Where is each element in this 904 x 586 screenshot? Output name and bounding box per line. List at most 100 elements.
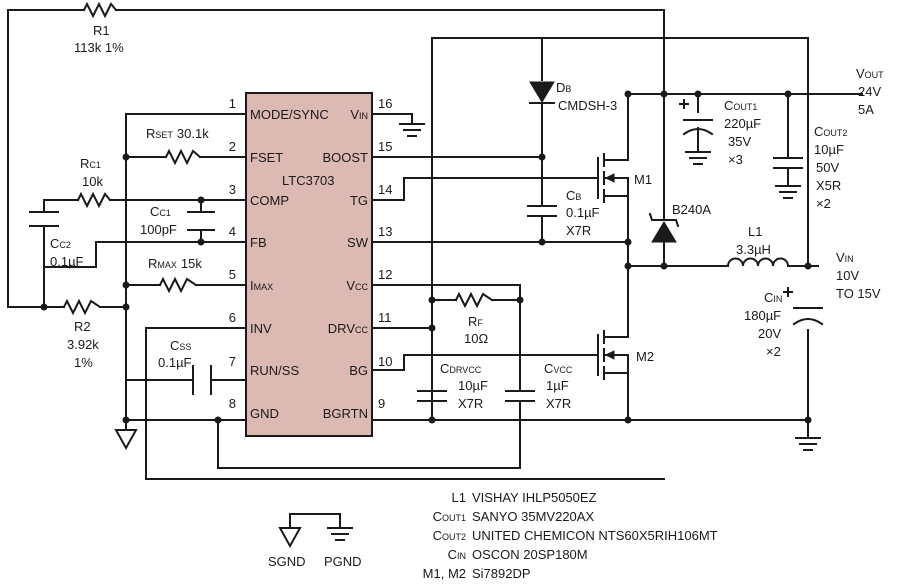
cdrvcc-value2: X7R — [458, 396, 483, 411]
bom-label: COUT1 — [433, 509, 466, 524]
cc1-name: CC1 — [150, 204, 171, 219]
pin-label: BG — [349, 363, 368, 378]
cout2-value4: ×2 — [816, 196, 831, 211]
bom-value: Si7892DP — [472, 566, 531, 581]
diode-b240a: B240A — [648, 202, 711, 243]
m2-label: M2 — [636, 349, 654, 364]
cc2-value: 0.1µF — [50, 254, 84, 269]
cvcc-name: CVCC — [544, 361, 573, 376]
diode-db: DB CMDSH-3 — [529, 80, 617, 113]
cout1-value: 220µF — [724, 116, 761, 131]
ic-right-pin-numbers: 16 15 14 13 12 11 10 9 — [378, 96, 392, 411]
pin-number: 9 — [378, 396, 385, 411]
m1-label: M1 — [634, 172, 652, 187]
capacitor-cb: CB 0.1µF X7R — [527, 188, 600, 238]
ic-body — [245, 92, 373, 437]
pin-number: 4 — [229, 224, 236, 239]
bom-value: UNITED CHEMICON NTS60X5RIH106MT — [472, 528, 718, 543]
pin-label: RUN/SS — [250, 363, 299, 378]
pin-number: 12 — [378, 267, 392, 282]
cout2-name: COUT2 — [814, 124, 847, 139]
r2-value2: 1% — [74, 355, 93, 370]
capacitor-cout1: COUT1 220µF 35V ×3 — [679, 98, 761, 167]
svg-text:VIN: VIN — [836, 250, 854, 265]
inductor-l1: L1 3.3µH — [726, 224, 790, 268]
pin-label: IMAX — [250, 278, 273, 293]
bom-label: CIN — [448, 547, 466, 562]
r2-value: 3.92k — [67, 337, 99, 352]
pin-number: 11 — [378, 310, 392, 325]
cin-value2: 20V — [758, 326, 781, 341]
cout2-value: 10µF — [814, 142, 844, 157]
wires — [7, 9, 863, 480]
pin-number: 15 — [378, 139, 392, 154]
svg-text:VOUT: VOUT — [856, 66, 884, 81]
pin-number: 16 — [378, 96, 392, 111]
pin-label: BOOST — [322, 150, 368, 165]
css-value: 0.1µF — [158, 355, 192, 370]
rc1-name: RC1 — [80, 156, 101, 171]
svg-text:5A: 5A — [858, 102, 874, 117]
cin-value3: ×2 — [766, 344, 781, 359]
pin-label: DRVCC — [328, 321, 369, 336]
pin-label: VCC — [346, 278, 368, 293]
cout1-name: COUT1 — [724, 98, 757, 113]
pin-number: 8 — [229, 396, 236, 411]
cc1-value: 100pF — [140, 222, 177, 237]
pin-number: 2 — [229, 139, 236, 154]
pin-number: 10 — [378, 354, 392, 369]
ic-left-pin-labels: MODE/SYNC FSET COMP FB IMAX INV RUN/SS G… — [250, 107, 329, 421]
rf-value: 10Ω — [464, 331, 488, 346]
cb-name: CB — [566, 188, 581, 203]
db-name: DB — [556, 80, 571, 95]
bom-list: L1 VISHAY IHLP5050EZ COUT1 SANYO 35MV220… — [423, 490, 718, 581]
ic-left-pin-numbers: 1 2 3 4 5 6 7 8 — [229, 96, 236, 411]
pin-label: GND — [250, 406, 279, 421]
l1-value: 3.3µH — [736, 242, 771, 257]
cout1-value3: ×3 — [728, 152, 743, 167]
resistor-rf: RF 10Ω — [454, 291, 494, 346]
capacitor-cvcc: CVCC 1µF X7R — [505, 361, 573, 411]
resistor-rc1: RC1 10k — [76, 156, 112, 209]
pin-label: VIN — [350, 107, 368, 122]
sgnd-label: SGND — [268, 554, 306, 569]
svg-text:24V: 24V — [858, 84, 881, 99]
cout2-value3: X5R — [816, 178, 841, 193]
capacitor-cc1: CC1 100pF — [140, 204, 215, 237]
bom-value: VISHAY IHLP5050EZ — [472, 490, 597, 505]
pin-label: TG — [350, 193, 368, 208]
pin-label: FSET — [250, 150, 283, 165]
pin-label: SW — [347, 235, 369, 250]
cout1-value2: 35V — [728, 134, 751, 149]
bom-label: COUT2 — [433, 528, 466, 543]
capacitor-cc2: CC2 0.1µF — [29, 211, 84, 269]
ic-right-pin-labels: VIN BOOST TG SW VCC DRVCC BG BGRTN — [322, 107, 368, 421]
r1-value: 113k 1% — [74, 40, 124, 55]
net-vin-label: VIN 10V TO 15V — [836, 250, 881, 301]
pin-number: 13 — [378, 224, 392, 239]
pin-label: MODE/SYNC — [250, 107, 329, 122]
bom-value: SANYO 35MV220AX — [472, 509, 594, 524]
pin-label: FB — [250, 235, 267, 250]
pin-number: 6 — [229, 310, 236, 325]
pin-label: BGRTN — [323, 406, 368, 421]
resistor-r1: R1 113k 1% — [74, 1, 124, 55]
r1-name: R1 — [93, 23, 110, 38]
svg-text:10V: 10V — [836, 268, 859, 283]
cvcc-value: 1µF — [546, 378, 569, 393]
rc1-value: 10k — [82, 174, 103, 189]
cb-value: 0.1µF — [566, 205, 600, 220]
rf-name: RF — [468, 314, 483, 329]
b240a-label: B240A — [672, 202, 711, 217]
capacitor-cdrvcc: CDRVCC 10µF X7R — [417, 361, 488, 411]
pin-label: COMP — [250, 193, 289, 208]
pin-number: 5 — [229, 267, 236, 282]
junction-dots — [40, 90, 812, 424]
pin-label: INV — [250, 321, 272, 336]
db-value: CMDSH-3 — [558, 98, 617, 113]
css-name: CSS — [170, 338, 191, 353]
